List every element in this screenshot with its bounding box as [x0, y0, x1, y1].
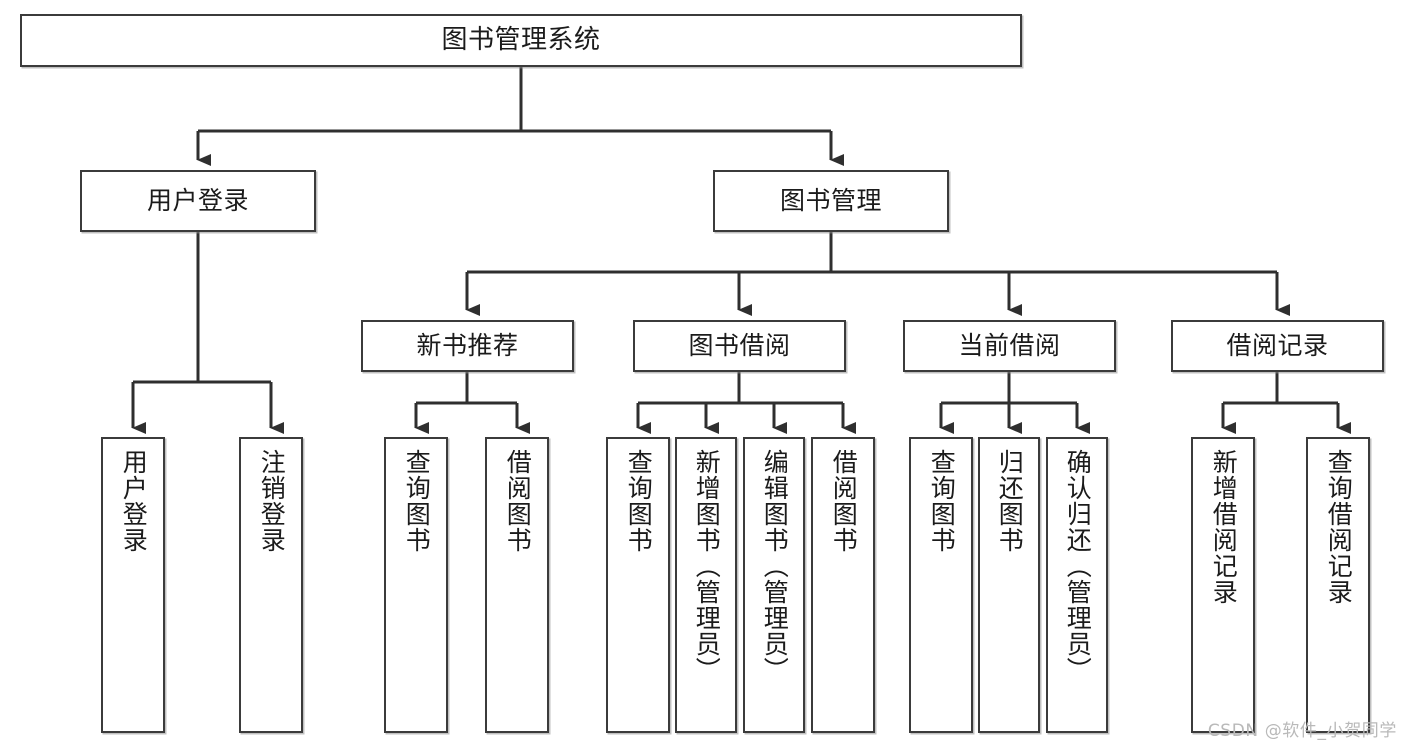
leaf-user-login-logout[interactable]: 注销登录 [239, 437, 303, 733]
node-new-book-recommend-label: 新书推荐 [416, 331, 519, 360]
node-book-borrow-label: 图书借阅 [688, 331, 791, 360]
leaf-borrow-query-book[interactable]: 查询图书 [606, 437, 670, 733]
leaf-current-return-book[interactable]: 归还图书 [978, 437, 1040, 733]
leaf-new-book-query-label: 查询图书 [402, 449, 432, 553]
leaf-record-query[interactable]: 查询借阅记录 [1306, 437, 1370, 733]
leaf-borrow-add-book-label: 新增图书（管理员） [692, 449, 722, 683]
node-book-manage-label: 图书管理 [779, 186, 882, 215]
leaf-user-login-login[interactable]: 用户登录 [101, 437, 165, 733]
leaf-new-book-borrow[interactable]: 借阅图书 [485, 437, 549, 733]
node-root[interactable]: 图书管理系统 [20, 14, 1022, 67]
leaf-current-confirm-return[interactable]: 确认归还（管理员） [1046, 437, 1108, 733]
node-book-manage[interactable]: 图书管理 [713, 170, 949, 232]
leaf-borrow-query-book-label: 查询图书 [624, 449, 654, 553]
node-root-label: 图书管理系统 [441, 24, 601, 55]
leaf-borrow-borrow-book[interactable]: 借阅图书 [811, 437, 875, 733]
leaf-current-confirm-return-label: 确认归还（管理员） [1063, 449, 1093, 683]
leaf-borrow-add-book[interactable]: 新增图书（管理员） [675, 437, 737, 733]
node-user-login[interactable]: 用户登录 [80, 170, 316, 232]
leaf-user-login-logout-label: 注销登录 [257, 449, 287, 553]
leaf-current-query-book-label: 查询图书 [927, 449, 957, 553]
node-borrow-records-label: 借阅记录 [1226, 331, 1329, 360]
node-current-borrow-label: 当前借阅 [958, 331, 1061, 360]
leaf-current-return-book-label: 归还图书 [995, 449, 1025, 553]
node-borrow-records[interactable]: 借阅记录 [1171, 320, 1384, 372]
leaf-new-book-query[interactable]: 查询图书 [384, 437, 448, 733]
leaf-record-query-label: 查询借阅记录 [1324, 449, 1354, 605]
leaf-borrow-edit-book[interactable]: 编辑图书（管理员） [743, 437, 805, 733]
node-current-borrow[interactable]: 当前借阅 [903, 320, 1116, 372]
leaf-borrow-edit-book-label: 编辑图书（管理员） [760, 449, 790, 683]
leaf-record-add[interactable]: 新增借阅记录 [1191, 437, 1255, 733]
node-user-login-label: 用户登录 [146, 186, 249, 215]
leaf-current-query-book[interactable]: 查询图书 [909, 437, 973, 733]
leaf-borrow-borrow-book-label: 借阅图书 [829, 449, 859, 553]
node-new-book-recommend[interactable]: 新书推荐 [361, 320, 574, 372]
node-book-borrow[interactable]: 图书借阅 [633, 320, 846, 372]
csdn-watermark: CSDN @软件_小贺同学 [1207, 721, 1397, 741]
leaf-user-login-login-label: 用户登录 [119, 449, 149, 553]
leaf-record-add-label: 新增借阅记录 [1209, 449, 1239, 605]
leaf-new-book-borrow-label: 借阅图书 [503, 449, 533, 553]
